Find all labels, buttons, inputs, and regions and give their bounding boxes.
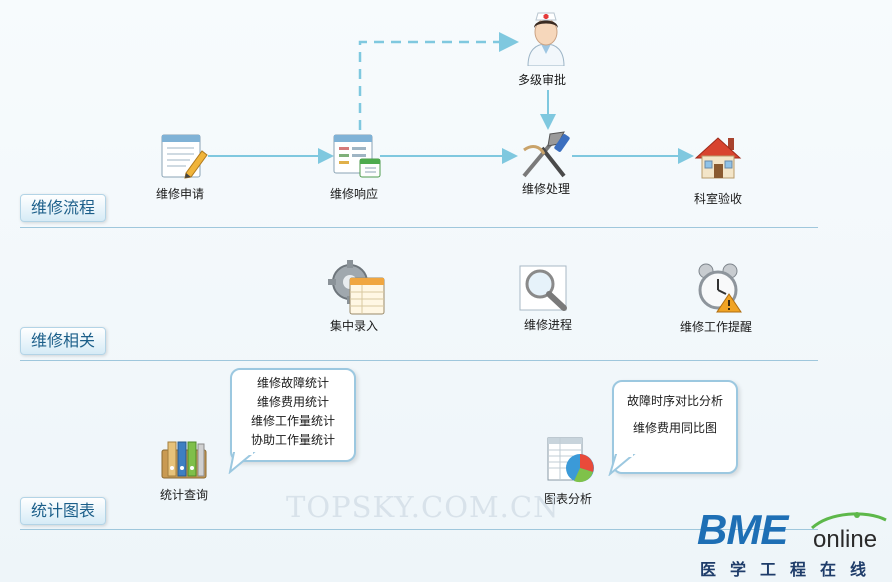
bubble-item-cost-yoy[interactable]: 维修费用同比图 [632,421,717,435]
house-icon[interactable] [694,134,742,180]
batch-entry-label[interactable]: 集中录入 [329,319,379,333]
nurse-icon[interactable] [522,10,570,66]
bubble-item-cost-stats[interactable]: 维修费用统计 [256,395,329,409]
spreadsheet-pie-chart-icon[interactable] [546,436,596,484]
chart-analysis-label[interactable]: 图表分析 [543,492,593,506]
repair-progress-label[interactable]: 维修进程 [523,318,573,332]
logo-swoosh-icon [811,512,887,530]
dept-acceptance-label[interactable]: 科室验收 [693,192,743,206]
divider-stats [20,529,818,530]
bubble-item-fault-timeline[interactable]: 故障时序对比分析 [626,394,723,408]
stats-query-label[interactable]: 统计查询 [159,488,209,502]
repair-respond-label[interactable]: 维修响应 [329,187,379,201]
watermark-text: TOPSKY.COM.CN [286,490,560,524]
repair-process-label[interactable]: 维修处理 [521,182,571,196]
notepad-pencil-icon[interactable] [160,133,208,179]
divider-related [20,360,818,361]
stats-query-bubble-tail [228,452,256,474]
section-tab-related[interactable]: 维修相关 [20,327,106,355]
multi-approval-label[interactable]: 多级审批 [517,73,567,87]
repair-reminder-label[interactable]: 维修工作提醒 [679,320,753,334]
logo-bme-text: BME [697,506,788,553]
alarm-clock-warning-icon[interactable] [696,262,742,314]
bubble-item-workload-stats[interactable]: 维修工作量统计 [250,414,335,428]
chart-analysis-bubble-tail [608,454,636,476]
binders-icon[interactable] [160,438,208,480]
chart-analysis-bubble: 故障时序对比分析 维修费用同比图 [612,380,738,474]
bubble-item-assist-stats[interactable]: 协助工作量统计 [250,433,335,447]
section-tab-stats[interactable]: 统计图表 [20,497,106,525]
stats-query-bubble: 维修故障统计 维修费用统计 维修工作量统计 协助工作量统计 [230,368,356,462]
section-tab-workflow[interactable]: 维修流程 [20,194,106,222]
repair-apply-label[interactable]: 维修申请 [155,187,205,201]
repair-tools-icon[interactable] [518,130,572,180]
bubble-item-fault-stats[interactable]: 维修故障统计 [256,376,329,390]
divider-workflow [20,227,818,228]
form-calendar-icon[interactable] [332,133,382,179]
magnifier-icon[interactable] [518,264,570,314]
logo-online-text: online [813,526,878,553]
logo-chinese-text: 医学工程在线 [700,560,881,579]
gear-table-icon[interactable] [328,260,386,316]
